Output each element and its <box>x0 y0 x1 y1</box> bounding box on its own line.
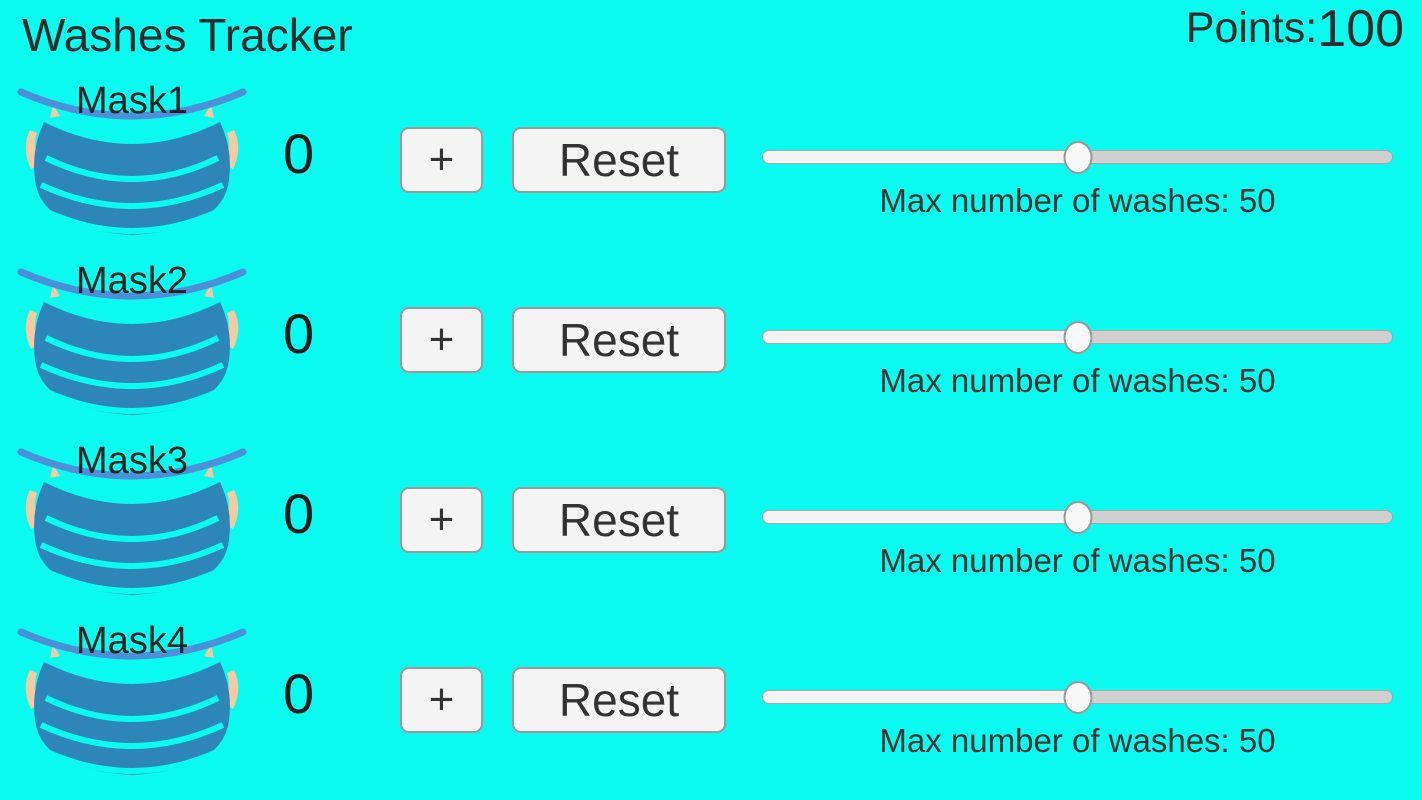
mask-label: Mask2 <box>76 260 188 302</box>
increment-button[interactable]: + <box>400 487 483 553</box>
increment-button[interactable]: + <box>400 667 483 733</box>
max-washes-slider[interactable] <box>762 141 1393 174</box>
increment-button[interactable]: + <box>400 127 483 193</box>
increment-button[interactable]: + <box>400 307 483 373</box>
face-mask-icon <box>17 628 247 775</box>
slider-fill <box>762 510 1078 524</box>
wash-count: 0 <box>283 482 315 545</box>
max-washes-slider[interactable] <box>762 321 1393 354</box>
max-washes-label: Max number of washes: 50 <box>879 362 1276 399</box>
face-mask-icon <box>17 268 247 415</box>
slider-fill <box>762 690 1078 704</box>
page-title: Washes Tracker <box>22 9 353 61</box>
mask-row: Mask2 0 + Reset Max number of washes: 50 <box>0 250 1422 430</box>
wash-count: 0 <box>283 662 315 725</box>
slider-thumb[interactable] <box>1063 321 1092 354</box>
points-display: Points: 100 <box>1185 0 1404 58</box>
mask-image: Mask4 <box>16 618 248 786</box>
reset-button[interactable]: Reset <box>512 127 726 193</box>
reset-button[interactable]: Reset <box>512 487 726 553</box>
mask-image: Mask1 <box>16 78 248 246</box>
slider-thumb[interactable] <box>1063 501 1092 534</box>
points-label: Points: <box>1185 4 1318 52</box>
slider-fill <box>762 150 1078 164</box>
max-washes-label: Max number of washes: 50 <box>879 182 1276 219</box>
slider-thumb[interactable] <box>1063 681 1092 714</box>
slider-fill <box>762 330 1078 344</box>
mask-label: Mask1 <box>76 80 188 122</box>
max-washes-label: Max number of washes: 50 <box>879 722 1276 759</box>
mask-image: Mask3 <box>16 438 248 606</box>
face-mask-icon <box>17 448 247 595</box>
mask-row: Mask1 0 + Reset Max number of washes: 50 <box>0 70 1422 250</box>
mask-image: Mask2 <box>16 258 248 426</box>
slider-thumb[interactable] <box>1063 141 1092 174</box>
mask-row: Mask4 0 + Reset Max number of washes: 50 <box>0 610 1422 790</box>
max-washes-slider[interactable] <box>762 501 1393 534</box>
reset-button[interactable]: Reset <box>512 307 726 373</box>
face-mask-icon <box>17 88 247 235</box>
points-value: 100 <box>1317 0 1404 58</box>
mask-rows-list: Mask1 0 + Reset Max number of washes: 50 <box>0 70 1422 790</box>
reset-button[interactable]: Reset <box>512 667 726 733</box>
max-washes-label: Max number of washes: 50 <box>879 542 1276 579</box>
max-washes-slider[interactable] <box>762 681 1393 714</box>
mask-row: Mask3 0 + Reset Max number of washes: 50 <box>0 430 1422 610</box>
mask-label: Mask4 <box>76 620 188 662</box>
mask-label: Mask3 <box>76 440 188 482</box>
header: Washes Tracker Points: 100 <box>0 0 1422 70</box>
wash-count: 0 <box>283 122 315 185</box>
wash-count: 0 <box>283 302 315 365</box>
